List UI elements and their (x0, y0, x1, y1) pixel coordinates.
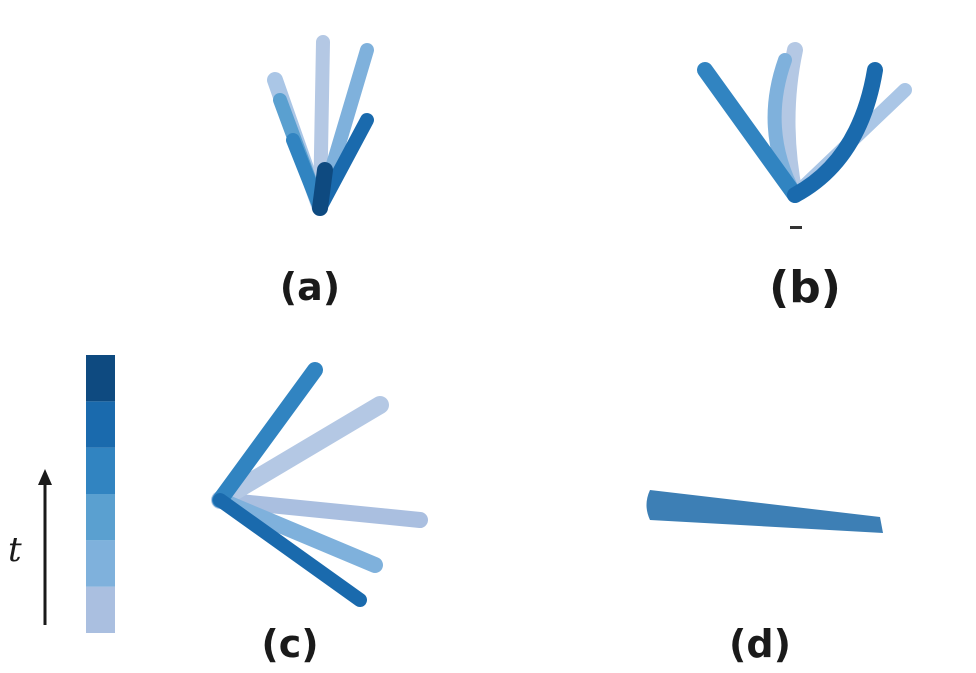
label-c: (c) (261, 622, 319, 666)
panel-d (635, 475, 895, 555)
panel-a-drawing (267, 35, 374, 216)
arm-a-7 (312, 162, 333, 216)
panel-d-drawing (646, 490, 883, 533)
arm-b-5 (787, 62, 883, 203)
colorbar-segment-4 (86, 401, 115, 448)
panel-a (255, 30, 395, 230)
colorbar-segment-1 (86, 540, 115, 587)
colorbar-drawing (86, 355, 115, 633)
arm-c-5 (213, 493, 367, 607)
arm-c-1 (212, 492, 428, 528)
colorbar-segment-3 (86, 447, 115, 494)
colorbar-segment-5 (86, 355, 115, 402)
panel-c (190, 360, 440, 620)
arm-b-4 (697, 62, 803, 203)
arm-c-4 (212, 362, 323, 508)
colorbar (86, 355, 115, 633)
arrow-icon (38, 469, 52, 625)
label-a: (a) (279, 265, 341, 309)
colorbar-segment-2 (86, 494, 115, 541)
panel-b (690, 30, 930, 240)
panel-b-drawing (697, 42, 912, 229)
rod-d (646, 490, 883, 533)
arm-c-2 (211, 396, 389, 509)
label-d: (d) (729, 622, 791, 666)
time-arrow (30, 465, 60, 630)
time-label: t (8, 530, 22, 570)
mark-b (790, 226, 802, 229)
panel-c-drawing (211, 362, 428, 607)
label-b: (b) (769, 262, 841, 313)
colorbar-segment-0 (86, 586, 115, 633)
